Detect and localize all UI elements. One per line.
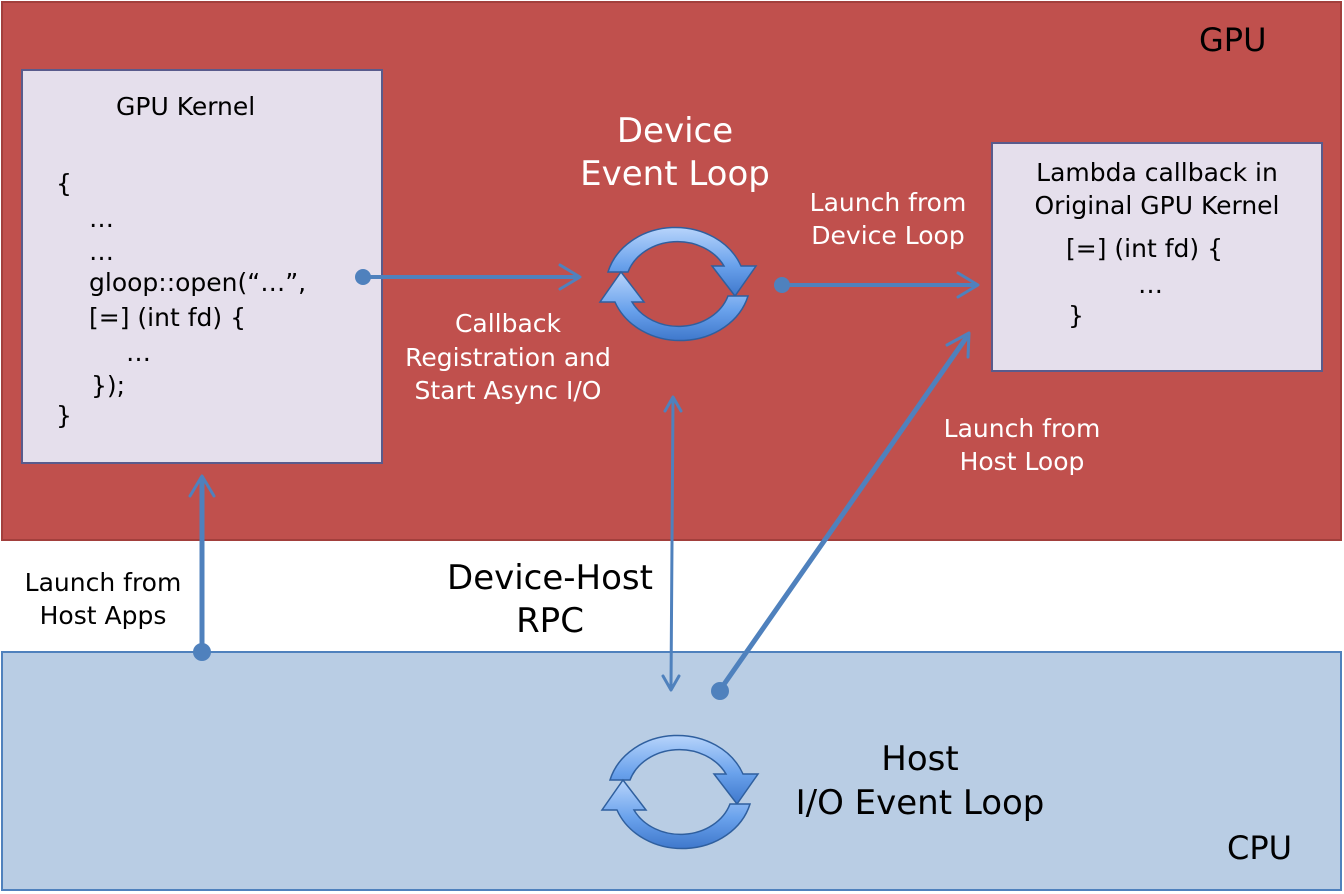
device-loop-title-line2: Event Loop	[580, 154, 770, 194]
lambda-title-line2: Original GPU Kernel	[1034, 191, 1280, 220]
launch-host-loop-label: Host Loop	[959, 447, 1085, 476]
arrow-head	[663, 395, 683, 413]
arrow-head	[661, 674, 681, 692]
kernel-code-line: …	[89, 204, 114, 233]
arrow-head	[956, 271, 980, 299]
kernel-title: GPU Kernel	[116, 92, 256, 121]
kernel-code-line: {	[56, 169, 72, 198]
rpc-arrow	[669, 398, 675, 689]
kernel-code-line: }	[56, 401, 72, 430]
rpc-label: Device-Host	[447, 558, 653, 598]
rpc-label: RPC	[516, 601, 584, 641]
arrow-origin-dot	[774, 277, 790, 293]
lambda-code-line: [=] (int fd) {	[1066, 234, 1223, 263]
launch-host-apps-label: Host Apps	[39, 601, 167, 630]
lambda-code-line: }	[1068, 301, 1084, 330]
launch-host-apps-label: Launch from	[24, 568, 182, 597]
callback-registration-label: Callback	[454, 309, 562, 338]
host-loop-title-line1: Host	[881, 739, 959, 779]
device-loop-icon	[599, 226, 757, 342]
arrow-origin-dot	[193, 643, 211, 661]
kernel-code-line: …	[126, 338, 151, 367]
launch-host-loop-label: Launch from	[943, 414, 1101, 443]
host-loop-title-line2: I/O Event Loop	[795, 783, 1045, 823]
callback-registration-label: Registration and	[405, 343, 611, 372]
arrow-head	[945, 331, 971, 359]
gpu-label: GPU	[1199, 21, 1267, 59]
launch-device-loop-label: Launch from	[809, 188, 967, 217]
launch-device-loop-label: Device Loop	[811, 221, 965, 250]
launch-host-loop-arrow	[717, 335, 969, 693]
callback-registration-label: Start Async I/O	[414, 376, 602, 405]
kernel-code-line: …	[89, 237, 114, 266]
kernel-code-line: });	[91, 371, 126, 400]
kernel-code-line: gloop::open(“…”,	[89, 268, 307, 297]
arrow-origin-dot	[711, 682, 729, 700]
host-loop-icon	[601, 734, 759, 850]
cpu-label: CPU	[1227, 829, 1293, 867]
gpu-kernel-box	[21, 69, 383, 464]
lambda-title-line1: Lambda callback in	[1036, 158, 1278, 187]
arrow-head	[188, 474, 216, 498]
lambda-callback-box	[991, 142, 1323, 372]
device-loop-title-line1: Device	[616, 111, 734, 151]
arrow-origin-dot	[355, 269, 371, 285]
kernel-code-line: [=] (int fd) {	[89, 303, 246, 332]
arrow-head	[558, 263, 582, 291]
lambda-code-line: …	[1138, 270, 1163, 299]
